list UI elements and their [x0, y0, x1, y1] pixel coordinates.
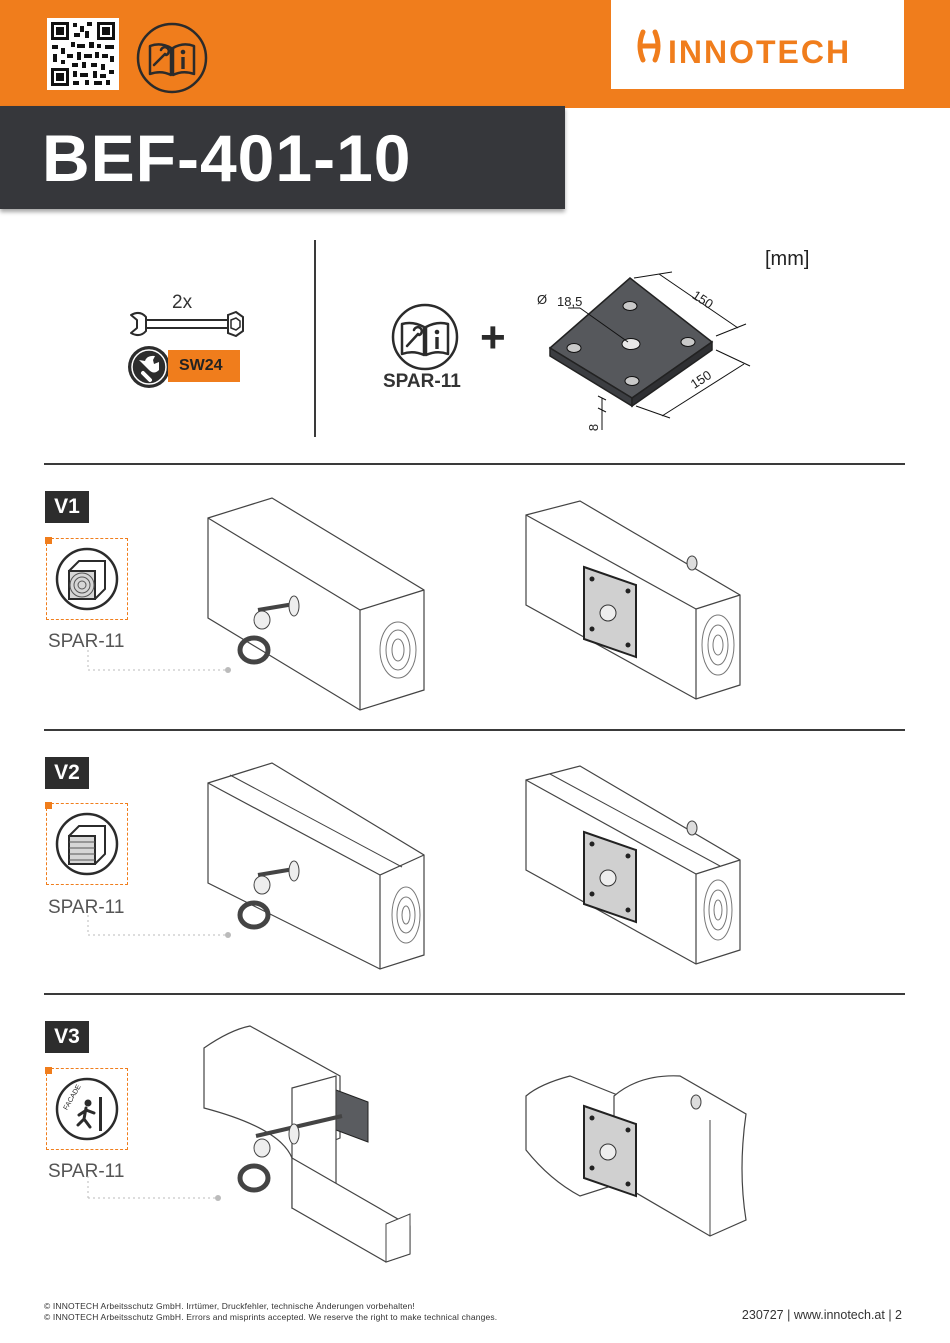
v3-plate-installation: [525, 1075, 747, 1237]
wrench-icon: [130, 310, 244, 338]
frame-corner: [45, 802, 52, 809]
timber-beam-icon: [55, 547, 119, 611]
hole-diameter-dimension: 18,5: [557, 294, 583, 309]
title-bar: [0, 106, 565, 209]
frame-corner: [45, 537, 52, 544]
read-manual-icon: [134, 20, 210, 96]
v2-plate-installation: [525, 765, 741, 965]
hole-diameter-symbol: Ø: [537, 292, 548, 307]
wrench-size-badge: [168, 350, 240, 382]
variant-reference-v3: SPAR-11: [48, 1161, 125, 1182]
anchor-plate-drawing: [548, 271, 751, 430]
section-divider: [44, 993, 905, 995]
plate-thickness-dimension: 8: [586, 423, 602, 432]
facade-fall-icon: FACADE: [55, 1077, 119, 1141]
innotech-logo-icon: [637, 29, 661, 63]
footer-doc-info: 230727 | www.innotech.at | 2: [741, 1308, 902, 1322]
plus-sign: +: [480, 313, 506, 362]
variant-tag-v3: V3: [45, 1021, 89, 1053]
section-divider: [44, 463, 905, 465]
variant-icon-frame: [46, 538, 128, 620]
footer-copyright-en: © INNOTECH Arbeitsschutz GmbH. Errors an…: [44, 1312, 498, 1322]
unit-label: [mm]: [765, 248, 810, 270]
frame-corner: [45, 1067, 52, 1074]
brand-logo: [611, 0, 904, 89]
variant-tag-v1: V1: [45, 491, 89, 523]
section-divider: [44, 729, 905, 731]
variant-reference-v2: SPAR-11: [48, 897, 125, 918]
qr-code-icon: [47, 18, 119, 90]
manual-reference-label: SPAR-11: [383, 371, 461, 392]
product-code: BEF-401-10: [42, 121, 412, 195]
variant-tag-v2: V2: [45, 757, 89, 789]
v2-eyebolt-installation: [87, 762, 425, 970]
wrench-size-icon: [128, 346, 170, 388]
vertical-divider: [314, 240, 316, 437]
variant-icon-frame: [46, 803, 128, 885]
glulam-beam-icon: [55, 812, 119, 876]
variant-icon-frame: [46, 1068, 128, 1150]
v1-plate-installation: [525, 500, 741, 700]
tool-quantity: 2x: [172, 292, 193, 313]
v1-eyebolt-installation: [87, 497, 425, 711]
wrench-size-text: SW24: [179, 357, 223, 374]
brand-name: INNOTECH: [668, 34, 852, 70]
footer-copyright-de: © INNOTECH Arbeitsschutz GmbH. Irrtümer,…: [44, 1301, 415, 1311]
v3-eyebolt-installation: [87, 1025, 411, 1263]
variant-reference-v1: SPAR-11: [48, 631, 125, 652]
manual-reference-icon: [391, 303, 459, 371]
